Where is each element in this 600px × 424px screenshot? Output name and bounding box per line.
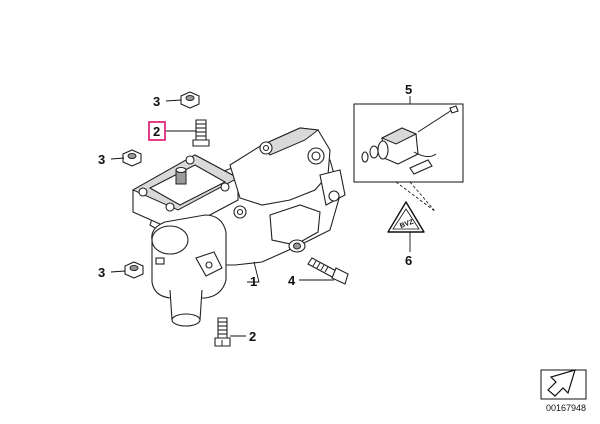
callout-valve-5: 5 [405,82,412,97]
callout-highlight-box [148,121,166,141]
callout-bolt-top: 2 [153,124,160,139]
next-diagram-arrow[interactable] [540,369,587,400]
inset-connector [395,181,437,213]
callout-bolt-bottom: 2 [249,329,256,344]
nut-left[interactable] [122,149,142,167]
callout-nut-left: 3 [98,152,105,167]
leader-lines [110,96,411,346]
bolt-4[interactable] [307,257,349,285]
warning-label[interactable]: BVZ [387,201,425,233]
nut-bottom[interactable] [124,261,144,279]
bolt-top[interactable] [192,119,210,147]
bolt-bottom[interactable] [214,317,231,347]
callout-bolt-4: 4 [288,273,296,288]
callout-part-1: 1 [250,274,257,289]
diagram-number: 00167948 [546,403,586,413]
solenoid-valve[interactable] [361,105,459,175]
steering-gear-housing[interactable] [131,127,346,327]
callout-nut-top: 3 [153,94,160,109]
callout-label-6: 6 [405,253,412,268]
svg-text:BVZ: BVZ [399,218,415,230]
nut-top[interactable] [180,91,200,109]
callout-nut-bottom: 3 [98,265,105,280]
